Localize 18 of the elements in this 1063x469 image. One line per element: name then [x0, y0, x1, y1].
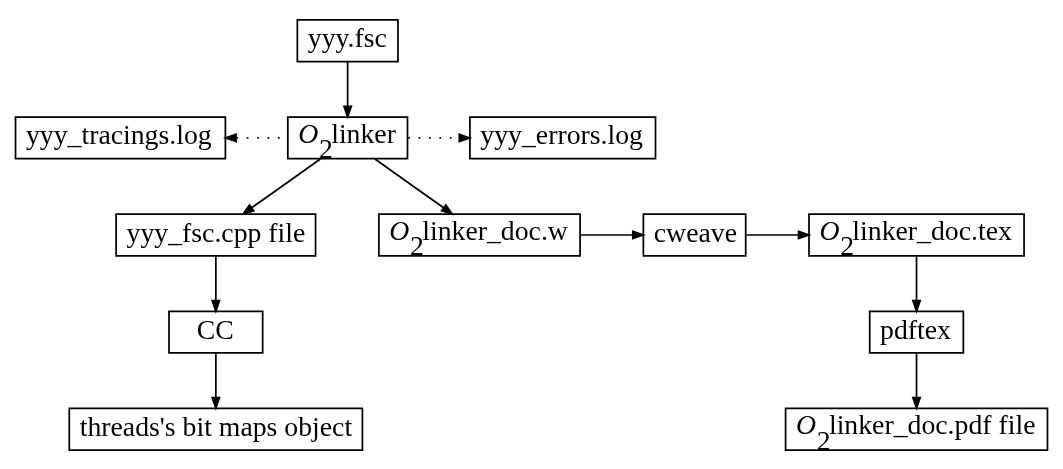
node-box: yyy_errors.log [469, 115, 657, 160]
node-box: cweave [642, 212, 747, 257]
node-box: yyy_fsc.cpp file [115, 212, 317, 257]
arrow [407, 132, 473, 143]
arrow [911, 351, 922, 411]
node-box: threads's bit maps object [68, 407, 364, 451]
arrow [211, 351, 221, 411]
node-box: CC [168, 309, 264, 354]
node-box: pdftex [868, 309, 965, 354]
arrow [374, 157, 455, 215]
node-box: yyy_tracings.log [14, 115, 227, 160]
arrow [745, 229, 812, 240]
arrow [579, 229, 646, 240]
arrow [911, 254, 922, 314]
arrow [342, 60, 353, 119]
arrow [211, 254, 221, 314]
node-box: yyy.fsc [296, 18, 399, 62]
arrow [241, 157, 322, 215]
